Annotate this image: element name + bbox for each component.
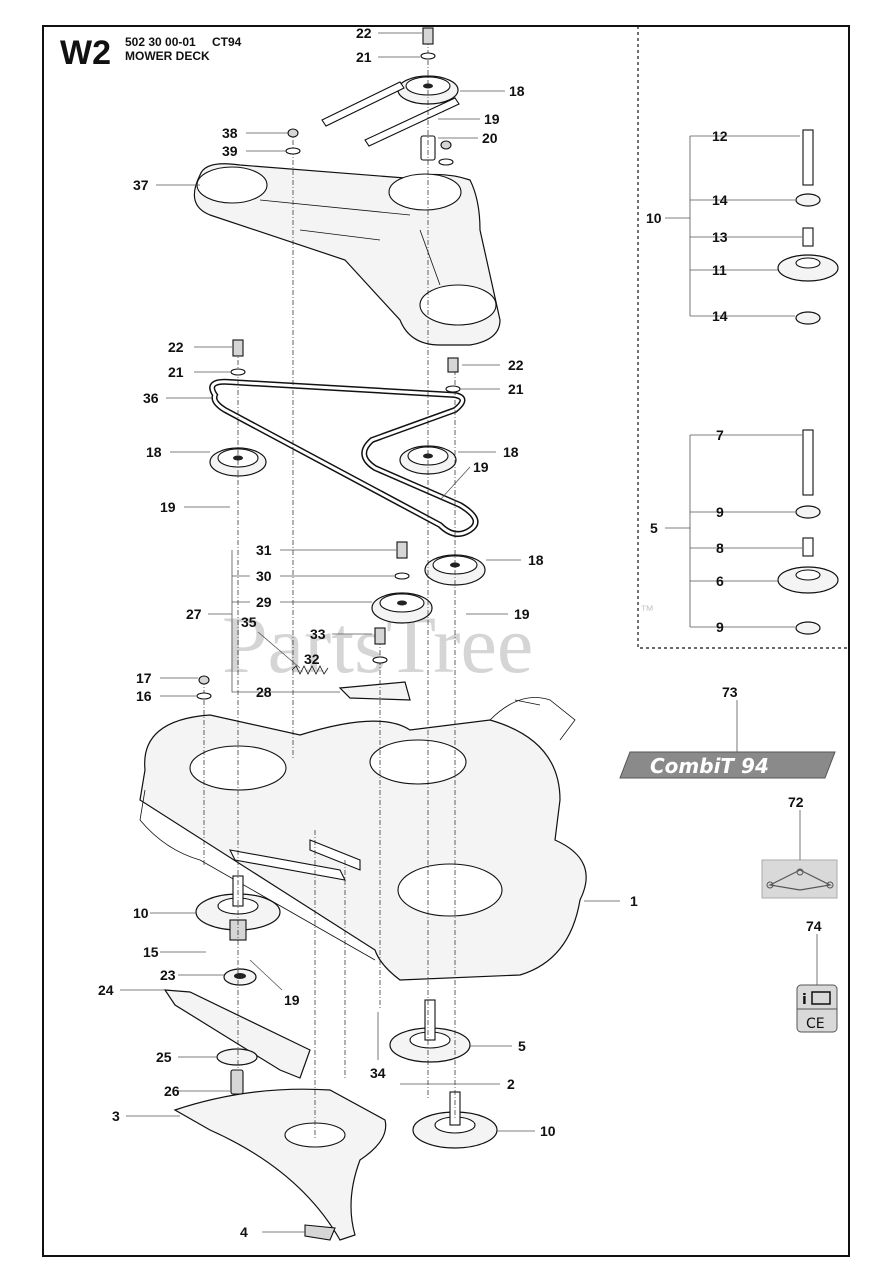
watermark-tm: ™ xyxy=(640,602,654,618)
leader-lines xyxy=(120,32,818,1233)
callout-3: 3 xyxy=(112,1108,120,1124)
top-pulley xyxy=(321,75,460,147)
callout-30: 30 xyxy=(256,568,272,584)
spindle-5-drawing xyxy=(389,999,471,1063)
callout-37: 37 xyxy=(133,177,149,193)
callout-22-top: 22 xyxy=(356,25,372,41)
callout-21-left: 21 xyxy=(168,364,184,380)
tension-spring xyxy=(291,665,329,675)
callout-27: 27 xyxy=(186,606,202,622)
spindle-assembly-10 xyxy=(777,129,839,325)
callout-19-lower: 19 xyxy=(284,992,300,1008)
callout-19-right: 19 xyxy=(514,606,530,622)
callout-36: 36 xyxy=(143,390,159,406)
callout-7: 7 xyxy=(716,427,724,443)
page-title: MOWER DECK xyxy=(125,49,210,63)
wing-knob xyxy=(304,1224,336,1241)
callout-18-top: 18 xyxy=(509,83,525,99)
callout-13: 13 xyxy=(712,229,728,245)
info-icon: i xyxy=(802,992,807,1008)
callout-21-top: 21 xyxy=(356,49,372,65)
callout-16: 16 xyxy=(136,688,152,704)
callout-10-lower: 10 xyxy=(540,1123,556,1139)
callout-19-left: 19 xyxy=(160,499,176,515)
bolt-26 xyxy=(230,1069,244,1095)
callout-5-lower: 5 xyxy=(518,1038,526,1054)
callout-14-upper: 14 xyxy=(712,192,728,208)
idler-arm xyxy=(338,681,411,701)
callout-34: 34 xyxy=(370,1065,386,1081)
callout-22-right: 22 xyxy=(508,357,524,373)
callout-14-lower: 14 xyxy=(712,308,728,324)
model-badge-text: CombiT 94 xyxy=(650,754,769,778)
subassembly-frame xyxy=(637,26,849,649)
callout-19-center: 19 xyxy=(473,459,489,475)
model-code: CT94 xyxy=(212,35,242,49)
page-frame xyxy=(42,25,850,1257)
callout-19-top: 19 xyxy=(484,111,500,127)
callout-2: 2 xyxy=(507,1076,515,1092)
callout-22-left: 22 xyxy=(168,339,184,355)
callout-9-lower: 9 xyxy=(716,619,724,635)
callout-17: 17 xyxy=(136,670,152,686)
callout-26: 26 xyxy=(164,1083,180,1099)
idler-pulley xyxy=(371,592,433,624)
callout-28: 28 xyxy=(256,684,272,700)
callout-29: 29 xyxy=(256,594,272,610)
callout-73: 73 xyxy=(722,684,738,700)
section-code: W2 xyxy=(60,34,111,72)
deck-cover xyxy=(193,163,501,346)
part-number: 502 30 00-01 xyxy=(125,35,196,49)
callout-23: 23 xyxy=(160,967,176,983)
callout-21-right: 21 xyxy=(508,381,524,397)
washer-25 xyxy=(216,1048,258,1066)
callout-33: 33 xyxy=(310,626,326,642)
info-ce-sticker: i CE xyxy=(796,984,838,1033)
callout-11: 11 xyxy=(712,262,727,278)
callout-12: 12 xyxy=(712,128,728,144)
callout-8: 8 xyxy=(716,540,724,556)
bearing-23 xyxy=(223,968,257,986)
bolt-22-top xyxy=(422,27,434,45)
callout-74: 74 xyxy=(806,918,822,934)
discharge-chute xyxy=(173,1088,387,1241)
model-badge: CombiT 94 xyxy=(619,751,836,779)
callout-10-left: 10 xyxy=(133,905,149,921)
blade xyxy=(163,989,311,1079)
callout-18-center: 18 xyxy=(503,444,519,460)
callout-24: 24 xyxy=(98,982,114,998)
callout-25: 25 xyxy=(156,1049,172,1065)
callout-5-sub: 5 xyxy=(650,520,658,536)
callout-72: 72 xyxy=(788,794,804,810)
spindle-assembly-5 xyxy=(777,429,839,635)
callout-31: 31 xyxy=(256,542,272,558)
mower-deck xyxy=(139,697,587,981)
callout-1: 1 xyxy=(630,893,638,909)
callout-18-right: 18 xyxy=(528,552,544,568)
callout-15: 15 xyxy=(143,944,159,960)
callout-6: 6 xyxy=(716,573,724,589)
callout-10-sub: 10 xyxy=(646,210,662,226)
callout-20: 20 xyxy=(482,130,498,146)
callout-38: 38 xyxy=(222,125,238,141)
callout-32: 32 xyxy=(304,651,320,667)
callout-9-upper: 9 xyxy=(716,504,724,520)
callout-4: 4 xyxy=(240,1224,248,1240)
callout-18-left: 18 xyxy=(146,444,162,460)
belt-routing-sticker xyxy=(761,859,838,899)
drive-belt xyxy=(209,378,479,537)
ce-mark: CE xyxy=(806,1016,825,1032)
callout-39: 39 xyxy=(222,143,238,159)
callout-35: 35 xyxy=(241,614,257,630)
